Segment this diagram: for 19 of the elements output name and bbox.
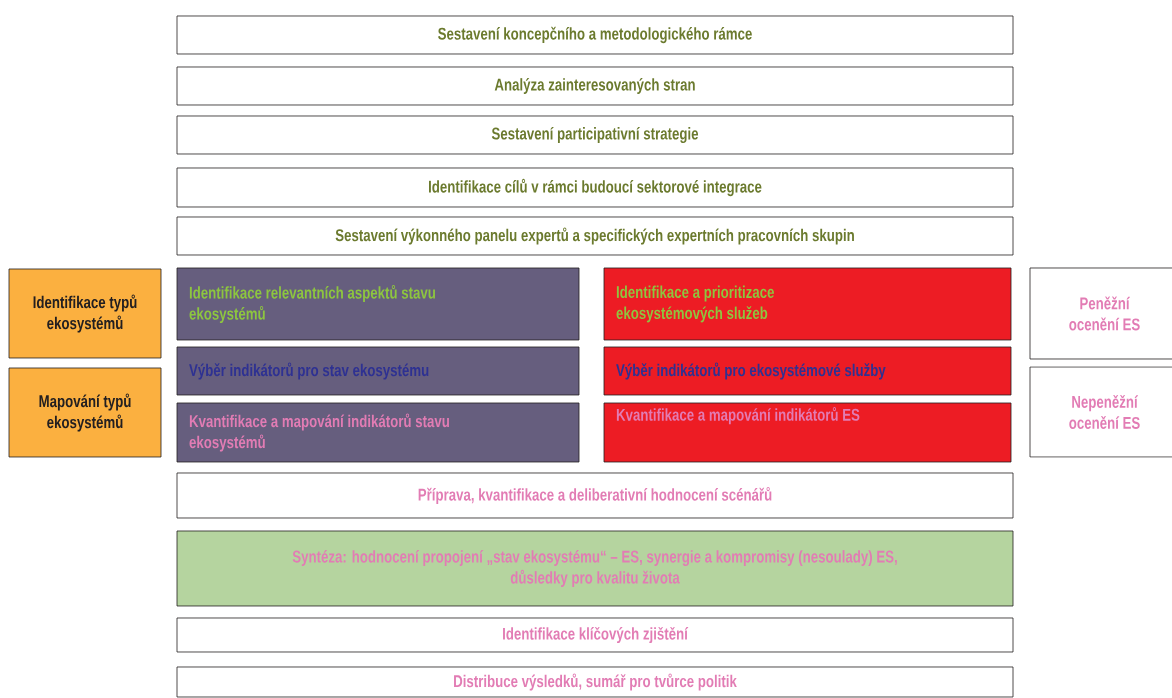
side-box: Identifikace typů ekosystémů bbox=[8, 268, 162, 359]
step-box: Výběr indikátorů pro stav ekosystému bbox=[176, 346, 580, 396]
side-box: Mapování typů ekosystémů bbox=[8, 367, 162, 458]
step-box: Identifikace relevantních aspektů stavu ekosystémů bbox=[176, 267, 580, 341]
step-box: Identifikace a prioritizace ekosystémových služeb bbox=[603, 267, 1012, 341]
step-box: Kvantifikace a mapování indikátorů stavu ekosystémů bbox=[176, 402, 580, 463]
step-box: Příprava, kvantifikace a deliberativní hodnocení scénářů bbox=[176, 472, 1014, 519]
side-box: Nepeněžní ocenění ES bbox=[1029, 366, 1172, 458]
step-box: Identifikace klíčových zjištění bbox=[176, 617, 1014, 653]
step-box: Výběr indikátorů pro ekosystémové služby bbox=[603, 346, 1012, 396]
step-box: Syntéza: hodnocení propojení „stav ekosystému“ – ES, synergie a kompromisy (nesoulady) ES, důsledky pro kvalitu života bbox=[176, 530, 1014, 607]
step-box: Distribuce výsledků, sumář pro tvůrce politik bbox=[176, 666, 1014, 698]
step-box: Sestavení výkonného panelu expertů a specifických expertních pracovních skupin bbox=[176, 216, 1014, 256]
step-box: Sestavení koncepčního a metodologického rámce bbox=[176, 15, 1014, 55]
side-box: Peněžní ocenění ES bbox=[1029, 267, 1172, 360]
step-box: Identifikace cílů v rámci budoucí sektorové integrace bbox=[176, 167, 1014, 208]
step-box: Kvantifikace a mapování indikátorů ES bbox=[603, 402, 1012, 463]
step-box: Sestavení participativní strategie bbox=[176, 115, 1014, 155]
step-box: Analýza zainteresovaných stran bbox=[176, 66, 1014, 106]
